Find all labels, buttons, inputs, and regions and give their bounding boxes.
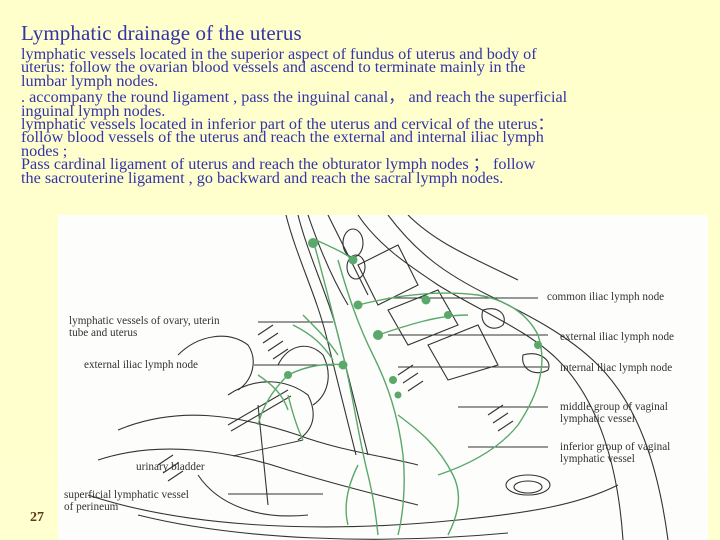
body-line: Pass cardinal ligament of uterus and rea… [21, 155, 536, 174]
body-line: lymphatic vessels located in the superio… [21, 45, 537, 63]
pelvis-illustration [87, 215, 669, 540]
body-line: uterus: follow the ovarian blood vessels… [21, 58, 526, 77]
body-line: follow blood vessels of the uterus and r… [21, 128, 544, 147]
anatomical-diagram: lymphatic vessels of ovary, uterin tube … [58, 215, 708, 540]
body-line: lumbar lymph nodes. [21, 71, 159, 90]
body-line: the sacrouterine ligament , go backward … [21, 168, 504, 187]
label-internal-iliac: internal iliac lymph node [560, 362, 673, 374]
label-external-iliac-right: external iliac lymph node [560, 331, 675, 343]
body-line: . accompany the round ligament , pass th… [21, 88, 568, 107]
body-line: lymphatic vessels located in inferior pa… [21, 115, 554, 134]
body-line: nodes ; [21, 141, 68, 160]
page-number: 27 [30, 510, 44, 525]
slide-body-text: lymphatic vessels located in the superio… [21, 45, 711, 187]
label-ovary-vessels: lymphatic vessels of ovary, uterin tube … [69, 315, 220, 339]
label-inferior-vaginal: inferior group of vaginal lymphatic vess… [560, 441, 671, 465]
label-urinary-bladder: urinary bladder [136, 461, 205, 473]
label-external-iliac-left: external iliac lymph node [84, 359, 199, 371]
lymph-vessels [257, 239, 543, 536]
label-common-iliac: common iliac lymph node [547, 291, 665, 303]
slide-title: Lymphatic drainage of the uterus [21, 21, 302, 45]
label-middle-vaginal: middle group of vaginal lymphatic vessel [560, 401, 668, 425]
lymph-nodes [284, 238, 542, 399]
body-line: inguinal lymph nodes. [21, 101, 166, 120]
label-superficial-perineum: superficial lymphatic vessel of perineum [64, 489, 189, 513]
